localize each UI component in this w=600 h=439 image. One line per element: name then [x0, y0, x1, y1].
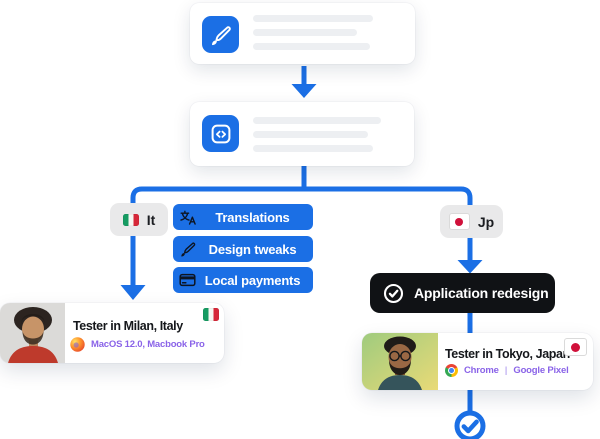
pill-label: Application redesign [414, 285, 549, 301]
tester-device: Google Pixel [513, 365, 569, 376]
end-check-mark [461, 419, 479, 434]
italy-locale-badge: It [110, 203, 168, 236]
skeleton-line [253, 117, 381, 124]
italy-flag-icon [203, 308, 219, 321]
code-brackets-icon [202, 115, 239, 152]
task-button-local-payments[interactable]: Local payments [173, 267, 313, 293]
task-button-translations[interactable]: Translations [173, 204, 313, 230]
japan-locale-badge: Jp [440, 205, 503, 238]
tester-title: Tester in Tokyo, Japan [445, 347, 570, 361]
skeleton-line [253, 145, 373, 152]
italy-badge-label: It [146, 211, 156, 228]
workflow-step2-card [190, 102, 414, 166]
japan-flag-dot [571, 342, 580, 352]
tokyo-tester-avatar [362, 333, 438, 390]
check-circle-icon [383, 283, 404, 304]
task-button-design-tweaks[interactable]: Design tweaks [173, 236, 313, 262]
arrowhead-step1-to-step2 [291, 84, 317, 98]
chrome-icon [445, 364, 458, 377]
task-label: Design tweaks [208, 241, 297, 257]
japan-flag-dot [455, 217, 464, 226]
credit-card-icon [179, 272, 196, 289]
translate-icon [179, 209, 196, 226]
japan-flag-icon [448, 213, 470, 230]
japan-flag-icon [564, 338, 587, 356]
application-redesign-pill: Application redesign [370, 273, 555, 313]
task-label: Translations [215, 209, 290, 225]
separator: | [504, 365, 508, 376]
tester-card-milan: Tester in Milan, Italy MacOS 12.0, Macbo… [0, 303, 224, 363]
italy-flag-icon [122, 213, 139, 226]
branch-split-line [130, 186, 473, 292]
skeleton-line [253, 29, 357, 36]
japan-badge-label: Jp [477, 213, 495, 230]
milan-tester-avatar [0, 303, 65, 363]
paintbrush-icon [202, 16, 239, 53]
arrowhead-to-task-pill [457, 260, 483, 274]
task-label: Local payments [204, 272, 301, 288]
workflow-step1-card [190, 3, 415, 64]
tester-device: MacOS 12.0, Macbook Pro [91, 339, 205, 350]
brush-icon [179, 241, 196, 258]
arrowhead-to-milan-card [120, 285, 146, 300]
skeleton-line [253, 43, 370, 50]
firefox-icon [70, 337, 85, 352]
tester-card-tokyo: Tester in Tokyo, Japan Chrome | Google P… [362, 333, 593, 390]
skeleton-line [253, 15, 373, 22]
skeleton-line [253, 131, 368, 138]
tester-title: Tester in Milan, Italy [73, 319, 183, 333]
tester-browser: Chrome [464, 365, 499, 376]
